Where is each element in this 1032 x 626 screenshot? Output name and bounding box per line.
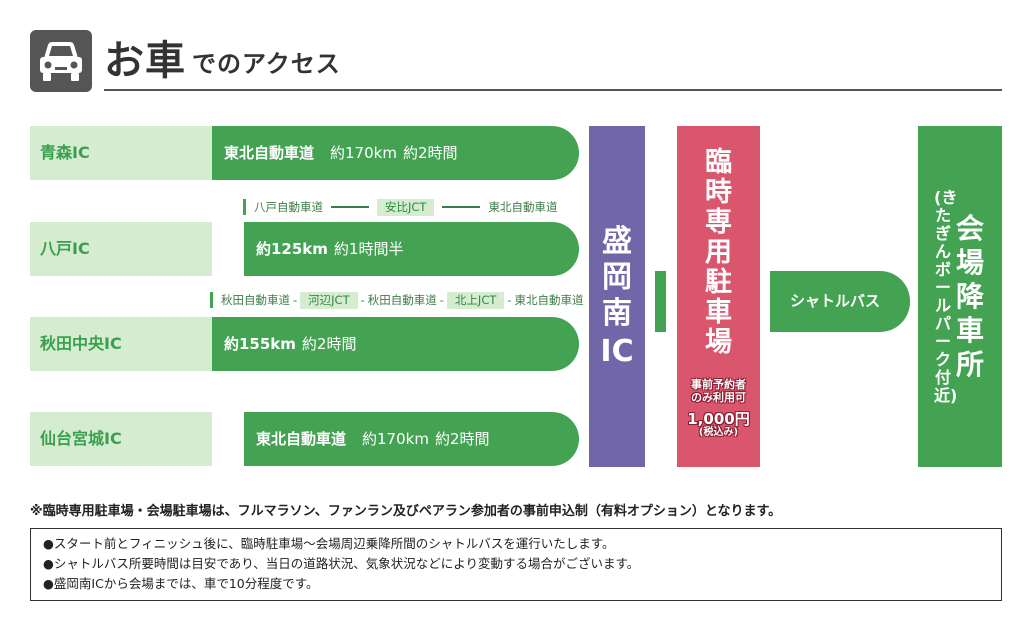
path-road: 八戸自動車道 — [254, 200, 323, 214]
parking-note-line: のみ利用可 — [691, 391, 746, 404]
route-time: 約2時間 — [434, 430, 490, 448]
path-road: 東北自動車道 — [488, 200, 558, 214]
route-bar-akita: 約155km 約2時間 — [212, 317, 579, 371]
route-road: 東北自動車道 — [224, 144, 315, 162]
parking-note-line: 事前予約者 — [691, 378, 746, 391]
route-origin-aomori: 青森IC — [30, 126, 212, 180]
footnote: ※臨時専用駐車場・会場駐車場は、フルマラソン、ファンラン及びペアラン参加者の事前… — [30, 504, 782, 519]
parking-title: 臨時専用駐車場 — [705, 147, 732, 358]
notes-box: ●スタート前とフィニッシュ後に、臨時駐車場～会場周辺乗降所間のシャトルバスを運行… — [30, 528, 1002, 601]
route-distance: 約155km — [224, 335, 296, 353]
venue-main: 会場降車所 — [955, 211, 984, 381]
path-road: 秋田自動車道 — [367, 293, 437, 307]
akita-path: 秋田自動車道 - 河辺JCT - 秋田自動車道 - 北上JCT - 東北自動車道 — [210, 291, 584, 309]
path-jct: 安比JCT — [377, 198, 435, 216]
path-road: 東北自動車道 — [514, 293, 584, 307]
route-distance: 約170km — [362, 430, 429, 448]
path-marker — [243, 199, 246, 215]
path-separator: - — [293, 293, 298, 307]
path-separator: - — [439, 293, 444, 307]
connector — [655, 271, 666, 332]
parking-note: 事前予約者 のみ利用可 — [691, 378, 746, 404]
note-item: ●シャトルバス所要時間は目安であり、当日の道路状況、気象状況などにより変動する場… — [43, 556, 640, 571]
page-title: お車 — [104, 38, 186, 84]
path-marker — [210, 292, 213, 308]
route-bar-sendai: 東北自動車道約170km 約2時間 — [244, 412, 579, 466]
interchange-suffix: IC — [600, 333, 634, 369]
path-jct: 河辺JCT — [300, 291, 358, 309]
parking-box: 臨時専用駐車場 事前予約者 のみ利用可 1,000円 (税込み) — [677, 126, 760, 467]
route-time: 約1時間半 — [333, 240, 404, 258]
page-subtitle: でのアクセス — [192, 50, 341, 78]
car-icon — [30, 30, 92, 92]
route-time: 約2時間 — [402, 144, 458, 162]
route-distance: 約125km — [256, 240, 328, 258]
venue-sub: (きたぎんボールパーク付近) — [934, 187, 958, 405]
path-separator: - — [360, 293, 365, 307]
route-origin-hachinohe: 八戸IC — [30, 222, 212, 276]
note-item: ●盛岡南ICから会場までは、車で10分程度です。 — [43, 576, 319, 591]
path-separator: - — [507, 293, 512, 307]
parking-tax: (税込み) — [698, 427, 739, 438]
route-time: 約2時間 — [301, 335, 357, 353]
venue-box: (きたぎんボールパーク付近) 会場降車所 — [918, 126, 1002, 467]
route-bar-aomori: 東北自動車道約170km 約2時間 — [212, 126, 579, 180]
route-origin-akita: 秋田中央IC — [30, 317, 212, 371]
interchange-name: 盛岡南 — [602, 223, 632, 331]
route-origin-sendai: 仙台宮城IC — [30, 412, 212, 466]
path-road: 秋田自動車道 — [221, 293, 290, 307]
route-bar-hachinohe: 約125km 約1時間半 — [244, 222, 579, 276]
path-line — [442, 206, 481, 208]
title-divider — [104, 89, 1002, 91]
parking-price: 1,000円 — [687, 410, 750, 428]
shuttle-bus-arrow: シャトルバス — [770, 271, 910, 332]
route-road: 東北自動車道 — [256, 430, 347, 448]
path-jct: 北上JCT — [446, 291, 505, 309]
route-distance: 約170km — [330, 144, 397, 162]
interchange-box: 盛岡南 IC — [589, 126, 645, 467]
hachinohe-path: 八戸自動車道 安比JCT 東北自動車道 — [243, 198, 557, 216]
path-line — [331, 206, 369, 208]
note-item: ●スタート前とフィニッシュ後に、臨時駐車場～会場周辺乗降所間のシャトルバスを運行… — [43, 536, 615, 551]
